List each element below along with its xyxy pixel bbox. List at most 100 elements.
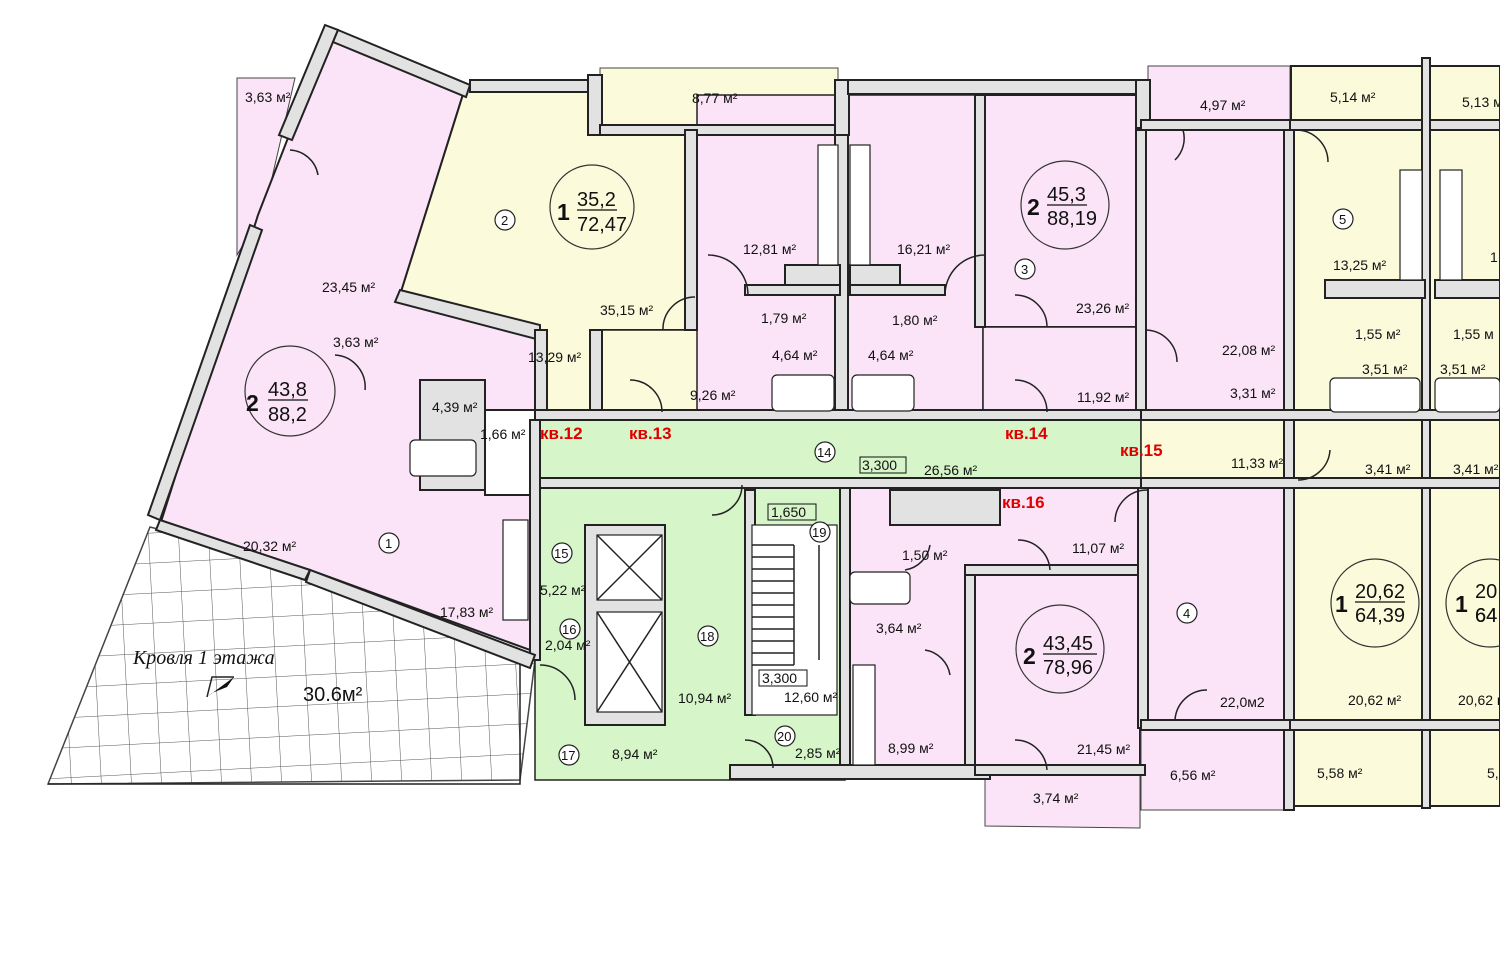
corridor-14 [534, 412, 1142, 486]
room-number: 18 [700, 629, 714, 644]
apartment-4-top [1140, 79, 1292, 414]
apartment-5-yellow [1290, 65, 1500, 807]
flat-label-12: кв.12 [540, 424, 583, 443]
area-label: 4,64 м² [772, 347, 818, 363]
apartment-info: 1 35,2 72,47 2 43,8 88,2 2 45,3 88,19 2 … [246, 184, 1497, 679]
area-label: 26,56 м² [924, 462, 978, 478]
roof-area: 30.6м² [303, 684, 363, 706]
area-label: 3,74 м² [1033, 790, 1079, 806]
area-label: 13,29 м² [528, 349, 582, 365]
area-label: 5, [1487, 765, 1499, 781]
apt2-living: 43,8 [268, 379, 307, 401]
apt4-living: 43,45 [1043, 633, 1093, 655]
flat-label-16: кв.16 [1002, 493, 1045, 512]
flat-label-15: кв.15 [1120, 441, 1163, 460]
area-label: 12,60 м² [784, 689, 838, 705]
elevators [596, 534, 663, 713]
room-number: 5 [1339, 212, 1346, 227]
area-label: 21,45 м² [1077, 741, 1131, 757]
area-label: 1,55 м² [1355, 326, 1401, 342]
area-label: 2,85 м² [795, 745, 841, 761]
area-label: 22,08 м² [1222, 342, 1276, 358]
room-number: 3 [1021, 262, 1028, 277]
area-label: 5,14 м² [1330, 89, 1376, 105]
room-number: 4 [1183, 606, 1190, 621]
north-arrow-icon [207, 677, 234, 697]
area-label: 35,15 м² [600, 302, 654, 318]
flat-label-13: кв.13 [629, 424, 672, 443]
apt3-total: 88,19 [1047, 208, 1097, 230]
area-label: 5,22 м² [540, 582, 586, 598]
apt2-total: 88,2 [268, 404, 307, 426]
area-label: 4,39 м² [432, 399, 478, 415]
area-label: 1 [1490, 249, 1498, 265]
area-label: 3,63 м² [245, 89, 291, 105]
area-label: 20,62 м² [1458, 692, 1500, 708]
apt6-total: 64 [1475, 605, 1497, 627]
room-number: 14 [817, 445, 831, 460]
kitchen-counters [502, 144, 1463, 766]
staircase [751, 524, 838, 716]
bathtubs [409, 374, 1500, 605]
room-number: 15 [554, 546, 568, 561]
area-label: 1,650 [771, 504, 806, 520]
flat-label-14: кв.14 [1005, 424, 1048, 443]
roof-terrace-outline [48, 660, 521, 785]
apt4-rooms: 2 [1023, 643, 1036, 669]
area-label: 1,80 м² [892, 312, 938, 328]
area-label: 22,0м2 [1220, 694, 1265, 710]
area-label: 2,04 м² [545, 637, 591, 653]
area-label: 20,32 м² [243, 538, 297, 554]
area-label: 1,79 м² [761, 310, 807, 326]
area-label: 6,56 м² [1170, 767, 1216, 783]
apartment-circles [244, 160, 1500, 694]
area-label: 3,300 [862, 457, 897, 473]
north-arrow-frame [206, 676, 234, 698]
roof-title: Кровля 1 этажа [132, 647, 275, 669]
room-number: 2 [501, 213, 508, 228]
balcony-497 [1147, 65, 1291, 125]
flat-labels: кв.12 кв.13 кв.14 кв.15 кв.16 [540, 424, 1163, 512]
area-label: 5,58 м² [1317, 765, 1363, 781]
area-label: 23,45 м² [322, 279, 376, 295]
room-number: 16 [562, 622, 576, 637]
room-number-circles [378, 208, 1354, 766]
apt6-rooms: 1 [1455, 591, 1468, 617]
apt5-living: 20,62 [1355, 581, 1405, 603]
area-label: 1,66 м² [480, 426, 526, 442]
area-label: 10,94 м² [678, 690, 732, 706]
apt5-total: 64,39 [1355, 605, 1405, 627]
area-label: 13,25 м² [1333, 257, 1387, 273]
area-label: 20,62 м² [1348, 692, 1402, 708]
area-label: 3,41 м² [1453, 461, 1499, 477]
area-label: 3,31 м² [1230, 385, 1276, 401]
area-label: 1,50 м² [902, 547, 948, 563]
area-label: 5,13 м [1462, 94, 1500, 110]
area-label: 3,63 м² [333, 334, 379, 350]
apt2-rooms: 2 [246, 390, 259, 416]
area-label: 3,64 м² [876, 620, 922, 636]
room-number: 1 [385, 536, 392, 551]
area-label: 8,94 м² [612, 746, 658, 762]
room-number: 17 [561, 748, 575, 763]
apartment-3-hall [982, 326, 1142, 414]
corridor-extension [1140, 412, 1292, 486]
area-label: 8,77 м² [692, 90, 738, 106]
area-label: 4,64 м² [868, 347, 914, 363]
area-label: 1,55 м [1453, 326, 1494, 342]
area-label: 17,83 м² [440, 604, 494, 620]
area-label: 11,07 м² [1072, 540, 1125, 556]
apt1-total: 72,47 [577, 214, 627, 236]
apt6-living: 20 [1475, 581, 1497, 603]
doors [289, 129, 1331, 771]
balcony-656 [1140, 719, 1292, 811]
area-label: 12,81 м² [743, 241, 797, 257]
area-label: 4,97 м² [1200, 97, 1246, 113]
area-label: 8,99 м² [888, 740, 934, 756]
apt3-rooms: 2 [1027, 194, 1040, 220]
room-number: 19 [812, 525, 826, 540]
area-label: 64 [1475, 605, 1497, 627]
area-label: 11,33 м² [1231, 455, 1284, 471]
area-label: 16,21 м² [897, 241, 951, 257]
